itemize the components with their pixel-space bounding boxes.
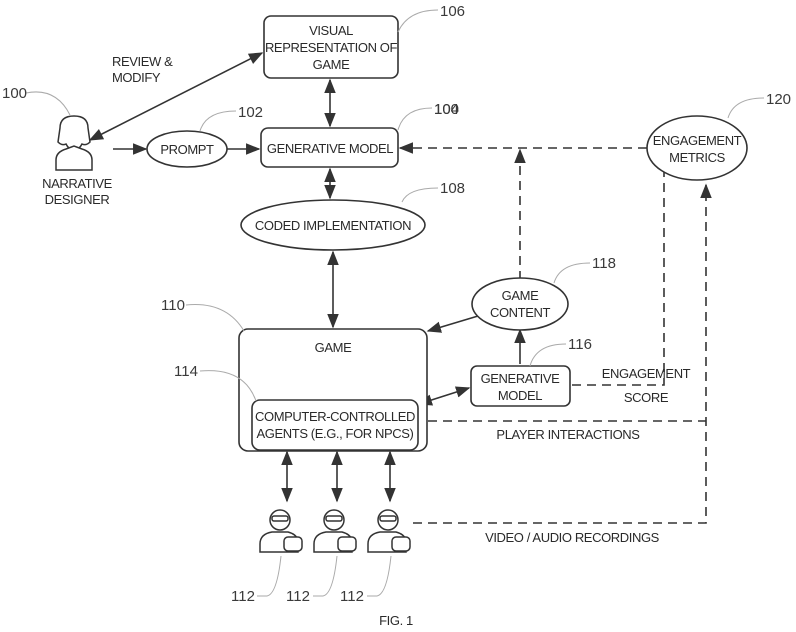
ref-100: 100 [2, 85, 27, 102]
figure-caption: FIG. 1 [379, 613, 413, 628]
leader-120 [727, 97, 765, 119]
game-label: GAME [315, 340, 352, 355]
video-audio-label: VIDEO / AUDIO RECORDINGS [485, 530, 660, 545]
leader-116 [529, 343, 567, 367]
leader-114 [199, 370, 257, 402]
leader-106 [397, 9, 439, 33]
game-content-line-2: CONTENT [490, 305, 550, 320]
edge-review-modify [88, 52, 264, 141]
person-female-icon [55, 115, 93, 171]
engagement-score-line-2: SCORE [624, 390, 669, 405]
player-icon-2 [313, 509, 357, 553]
review-modify-line-2: MODIFY [112, 70, 161, 85]
leader-108 [401, 187, 439, 203]
engagement-metrics-line-2: METRICS [669, 150, 725, 165]
ref-118: 118 [592, 255, 616, 272]
coded-implementation-node: CODED IMPLEMENTATION [240, 199, 426, 251]
generative-model-2-line-1: GENERATIVE [481, 371, 561, 386]
ref-114: 114 [174, 363, 198, 380]
narrative-designer-line-1: NARRATIVE [42, 176, 113, 191]
visual-rep-line-3: GAME [313, 57, 350, 72]
visual-rep-line-2: REPRESENTATION OF [265, 40, 398, 55]
prompt-node: PROMPT [146, 130, 228, 168]
leader-100 [25, 91, 71, 116]
leader-102 [199, 110, 237, 132]
player-icon-1 [259, 509, 303, 553]
narrative-designer-line-2: DESIGNER [45, 192, 110, 207]
engagement-metrics-node: ENGAGEMENT METRICS [646, 115, 748, 181]
ref-116: 116 [568, 336, 592, 353]
game-content-node: GAME CONTENT [471, 277, 569, 331]
generative-model-label: GENERATIVE MODEL [267, 141, 393, 156]
review-modify-line-1: REVIEW & [112, 54, 173, 69]
ref-112-2: 112 [286, 588, 310, 605]
visual-representation-node: VISUAL REPRESENTATION OF GAME [263, 15, 399, 79]
leader-110 [185, 304, 245, 332]
generative-model-2-node: GENERATIVE MODEL [470, 365, 571, 407]
edge-content-to-game [426, 315, 479, 333]
npc-agents-node: COMPUTER-CONTROLLED AGENTS (E.G., FOR NP… [251, 399, 419, 451]
ref-108: 108 [440, 180, 465, 197]
leader-104 [397, 107, 433, 131]
ref-104-label: 104 [434, 101, 459, 118]
player-interactions-label: PLAYER INTERACTIONS [496, 427, 640, 442]
ref-112-3: 112 [340, 588, 364, 605]
prompt-label: PROMPT [160, 142, 214, 157]
game-content-line-1: GAME [502, 288, 539, 303]
leader-112-1 [257, 555, 282, 597]
edge-engagement-score [572, 140, 665, 386]
ref-104: 100 [434, 101, 459, 118]
ref-102: 102 [238, 104, 263, 121]
engagement-metrics-line-1: ENGAGEMENT [653, 133, 742, 148]
npc-agents-line-1: COMPUTER-CONTROLLED [255, 409, 415, 424]
npc-agents-line-2: AGENTS (E.G., FOR NPCS) [257, 426, 414, 441]
engagement-score-line-1: ENGAGEMENT [602, 366, 691, 381]
coded-implementation-label: CODED IMPLEMENTATION [255, 218, 411, 233]
edge-video-audio [413, 183, 712, 524]
generative-model-2-line-2: MODEL [498, 388, 542, 403]
ref-112-1: 112 [231, 588, 255, 605]
leader-118 [553, 262, 591, 284]
ref-110: 110 [161, 297, 185, 314]
player-icon-3 [367, 509, 411, 553]
generative-model-node: GENERATIVE MODEL [260, 127, 399, 168]
ref-106: 106 [440, 3, 465, 20]
visual-rep-line-1: VISUAL [309, 23, 353, 38]
leader-112-2 [313, 555, 338, 597]
leader-112-3 [367, 555, 392, 597]
ref-120: 120 [766, 91, 791, 108]
